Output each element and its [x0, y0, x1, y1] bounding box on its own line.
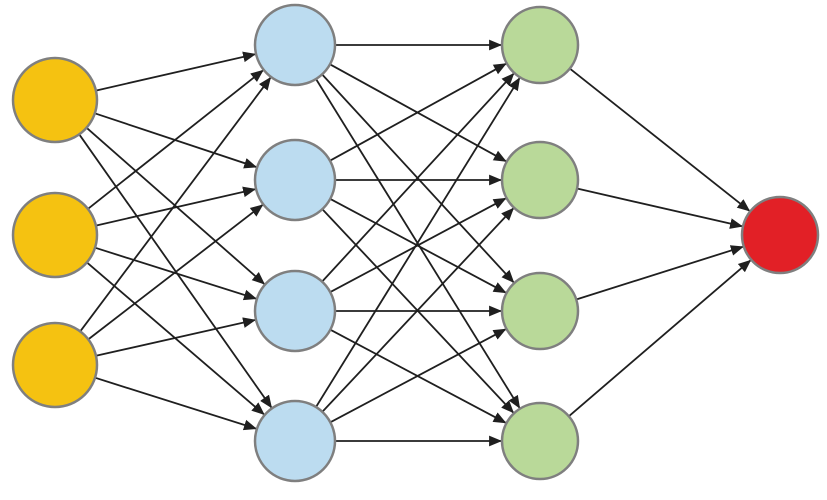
edge-input-layer-n3-to-hidden-layer-1-n1: [79, 76, 272, 332]
edge-input-layer-n1-to-hidden-layer-1-n4: [78, 133, 273, 409]
hidden-layer-1-node-4: [253, 399, 337, 483]
edge-hidden-layer-1-n3-to-hidden-layer-2-n1: [321, 72, 515, 283]
edge-hidden-layer-2-n1-to-output-layer-n1: [569, 67, 751, 212]
hidden-layer-2-node-1: [500, 5, 580, 85]
edge-input-layer-n3-to-hidden-layer-1-n2: [87, 204, 264, 341]
hidden-layer-1-node-1: [253, 3, 337, 87]
hidden-layer-1-node-2: [253, 138, 337, 222]
input-layer-node-2: [11, 191, 99, 279]
edge-input-layer-n2-to-hidden-layer-1-n2: [95, 186, 257, 227]
edge-hidden-layer-2-n2-to-output-layer-n1: [576, 187, 744, 229]
hidden-layer-1-node-3: [253, 269, 337, 353]
edge-hidden-layer-2-n4-to-output-layer-n1: [568, 259, 752, 417]
edge-input-layer-n2-to-hidden-layer-1-n1: [87, 69, 264, 210]
edge-hidden-layer-1-n4-to-hidden-layer-2-n3: [329, 328, 507, 424]
hidden-layer-2-node-3: [500, 271, 580, 351]
input-layer-node-1: [11, 56, 99, 144]
edges-group: [78, 39, 752, 447]
edge-hidden-layer-1-n4-to-hidden-layer-2-n2: [321, 207, 515, 413]
output-layer-node-1: [740, 195, 820, 275]
edge-hidden-layer-1-n2-to-hidden-layer-2-n1: [329, 63, 507, 162]
output-layer-group: [740, 195, 820, 275]
edge-hidden-layer-1-n3-to-hidden-layer-2-n2: [329, 197, 507, 293]
input-layer-group: [11, 56, 99, 409]
edge-hidden-layer-2-n3-to-output-layer-n1: [575, 245, 744, 301]
hidden-layer-2-node-2: [500, 140, 580, 220]
hidden-layer-2-group: [500, 5, 580, 481]
edge-input-layer-n3-to-hidden-layer-1-n4: [94, 376, 257, 431]
edge-input-layer-n1-to-hidden-layer-1-n1: [95, 51, 257, 92]
edge-input-layer-n3-to-hidden-layer-1-n3: [95, 317, 257, 357]
edge-hidden-layer-1-n4-to-hidden-layer-2-n1: [315, 77, 521, 408]
hidden-layer-2-node-4: [500, 401, 580, 481]
hidden-layer-1-group: [253, 3, 337, 483]
input-layer-node-3: [11, 321, 99, 409]
